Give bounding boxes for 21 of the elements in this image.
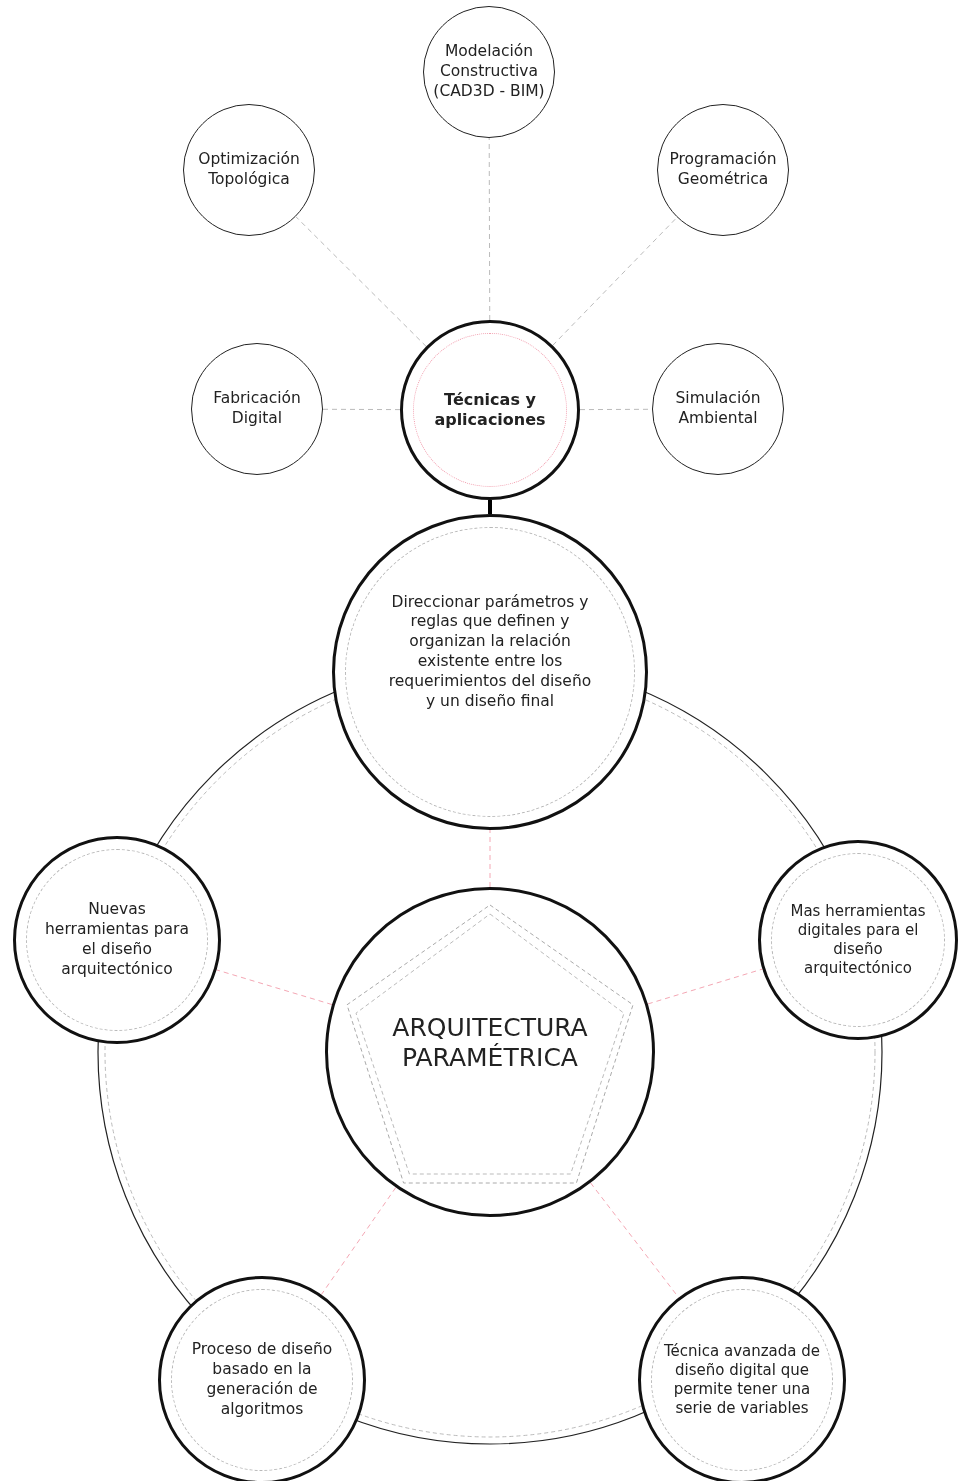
node-text: Programación Geométrica xyxy=(668,150,778,190)
node-text: Modelación Constructiva (CAD3D - BIM) xyxy=(432,42,546,102)
connector-line xyxy=(322,408,401,411)
node-text: Direccionar parámetros y reglas que definen y organizan la relación existente entre los requerimientos del diseño y un diseño final xyxy=(387,592,593,712)
title-text: ARQUITECTURA PARAMÉTRICA xyxy=(391,1013,589,1073)
node-text: Técnica avanzada de diseño digital que permite tener una serie de variables xyxy=(662,1341,821,1419)
node-text: Fabricación Digital xyxy=(212,389,302,429)
connector-line xyxy=(295,216,427,347)
connector-line xyxy=(489,829,491,888)
connector-line xyxy=(216,969,333,1006)
connector-line xyxy=(488,137,491,321)
node-text: Optimización Topológica xyxy=(197,150,301,190)
connector-line xyxy=(320,1187,397,1296)
connector-line xyxy=(552,216,678,346)
node-text: Mas herramientas digitales para el diseño arquitectónico xyxy=(789,901,927,979)
connector-line xyxy=(488,500,492,514)
node-text: Técnicas y aplicaciones xyxy=(433,389,547,431)
node-text: Proceso de diseño basado en la generación de algoritmos xyxy=(190,1340,334,1420)
node-text: Nuevas herramientas para el diseño arquitectónico xyxy=(44,900,190,980)
node-text: Simulación Ambiental xyxy=(674,389,762,429)
connector-line xyxy=(647,968,763,1005)
